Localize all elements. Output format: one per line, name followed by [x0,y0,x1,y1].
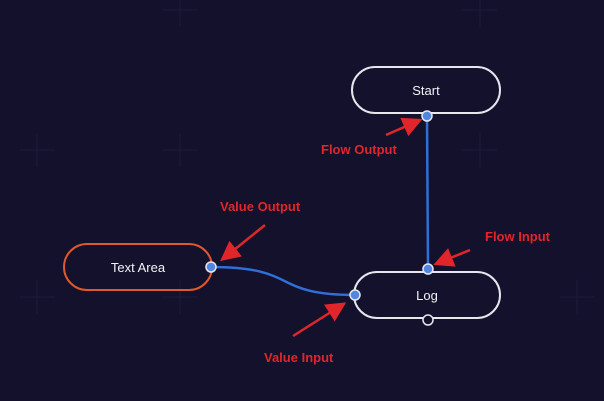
value-input-label: Value Input [264,350,334,365]
flow-input-label: Flow Input [485,229,550,244]
start-node[interactable]: Start [351,66,501,114]
value-input-arrow [292,302,347,338]
flow-connection[interactable] [425,115,430,270]
value-output-arrow [220,224,266,262]
background-grid [20,0,595,314]
text-area-node[interactable]: Text Area [63,243,213,291]
log-node-label: Log [416,287,438,303]
value-connection[interactable] [210,265,356,297]
flow-output-arrow [385,117,423,137]
flow-output-label: Flow Output [321,142,397,157]
text-area-node-label: Text Area [110,259,166,275]
start-node-label: Start [412,82,440,98]
value-output-label: Value Output [220,199,301,214]
log-node[interactable]: Log [353,271,501,319]
flow-input-arrow [433,248,471,267]
